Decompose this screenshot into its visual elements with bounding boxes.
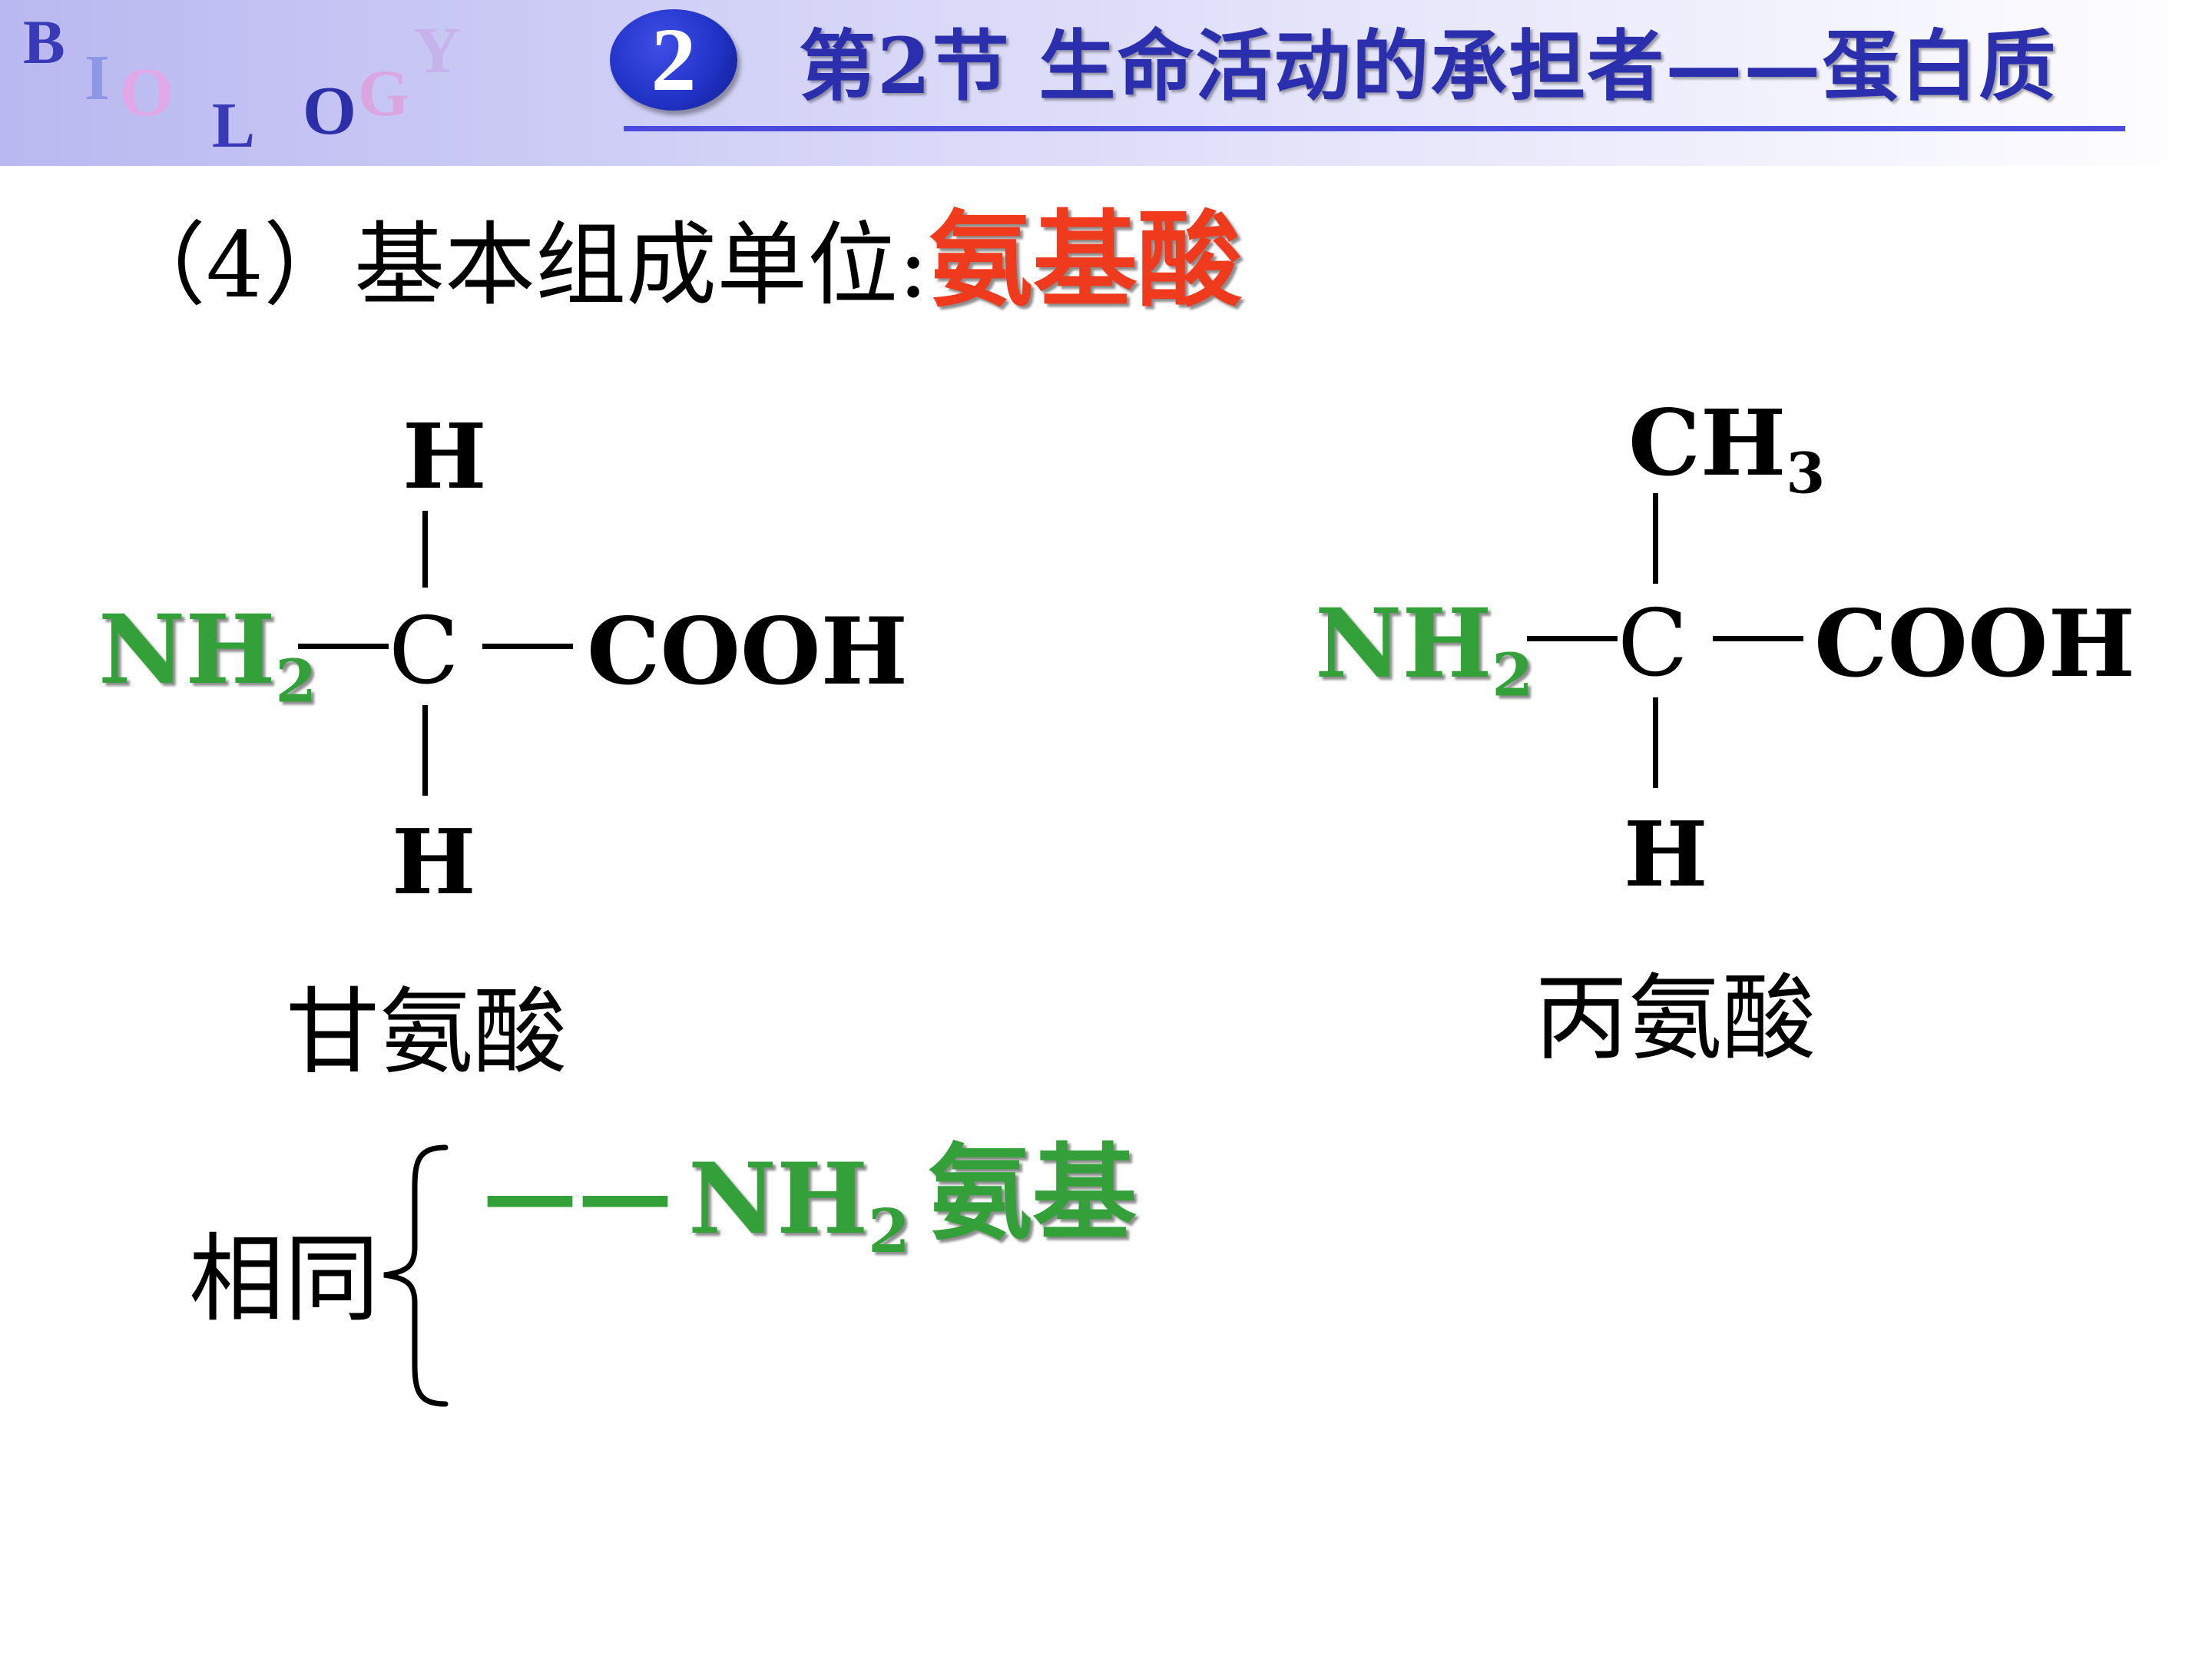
- common-amino-group: NH2: [688, 1141, 910, 1290]
- logo-letter-l: L: [212, 90, 256, 161]
- alanine-top-bond: [1653, 493, 1658, 584]
- common-amino-main: NH: [688, 1142, 869, 1256]
- glycine-carboxyl: COOH: [587, 598, 908, 706]
- alanine-carboxyl: COOH: [1814, 590, 2135, 698]
- curly-brace: [383, 1144, 449, 1407]
- glycine-bottom-bond: [422, 705, 428, 796]
- glycine-right-bond: [482, 644, 573, 649]
- glycine-top-h: H: [402, 405, 487, 509]
- logo-letter-o: O: [120, 55, 174, 131]
- header-underline: [624, 126, 2125, 131]
- alanine-name: 丙氨酸: [1535, 964, 1816, 1073]
- alanine-methyl-group: CH3: [1628, 393, 1825, 523]
- alanine-bottom-h: H: [1624, 803, 1708, 907]
- glycine-amino-main: NH: [98, 594, 276, 706]
- common-group-name: 氨基: [928, 1132, 1137, 1255]
- glycine-amino-sub: 2: [275, 647, 316, 717]
- glycine-left-bond: [298, 644, 389, 649]
- header-title: 第2节 生命活动的承担者——蛋白质: [799, 21, 2058, 111]
- alanine-amino-group: NH2: [1315, 587, 1533, 733]
- common-label: 相同: [189, 1224, 380, 1335]
- common-amino-sub: 2: [868, 1196, 910, 1267]
- alanine-methyl-main: CH: [1628, 389, 1786, 496]
- heading-prefix: （4）基本组成单位:: [115, 212, 929, 318]
- glycine-amino-group: NH2: [98, 593, 316, 740]
- alanine-amino-main: NH: [1315, 588, 1492, 700]
- header-band: B I O L O G Y 2 第2节 生命活动的承担者——蛋白质: [0, 0, 2212, 166]
- logo-letter-y: Y: [413, 13, 462, 87]
- logo-letter-o2: O: [303, 73, 357, 149]
- section-number-badge: 2: [610, 9, 737, 111]
- glycine-bottom-h: H: [392, 810, 476, 915]
- alanine-amino-sub: 2: [1492, 641, 1533, 710]
- alanine-alpha-carbon: C: [1618, 591, 1688, 697]
- common-dash: ——: [482, 1138, 673, 1250]
- heading-highlight-amino-acid: 氨基酸: [928, 199, 1242, 322]
- alanine-right-bond: [1713, 636, 1803, 641]
- alanine-bottom-bond: [1653, 697, 1658, 788]
- alanine-methyl-sub: 3: [1786, 440, 1826, 507]
- alanine-left-bond: [1527, 636, 1618, 641]
- logo-letter-g: G: [358, 56, 409, 130]
- logo-letter-b: B: [23, 7, 65, 77]
- section-number: 2: [651, 9, 697, 110]
- glycine-name: 甘氨酸: [286, 978, 567, 1087]
- glycine-alpha-carbon: C: [389, 598, 459, 705]
- logo-letter-i: I: [84, 42, 110, 114]
- section-heading: （4）基本组成单位:氨基酸: [115, 203, 1242, 323]
- glycine-top-bond: [422, 511, 428, 588]
